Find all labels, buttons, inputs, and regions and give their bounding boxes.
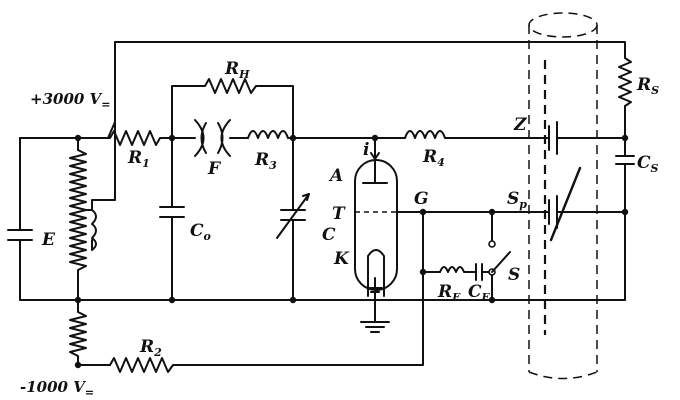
label-rs: RS	[636, 75, 659, 97]
top-wire	[114, 41, 626, 59]
capacitor-c0	[159, 206, 185, 218]
label-cs: CS	[637, 153, 659, 175]
resistor-rh	[204, 78, 294, 139]
resistor-divider	[69, 149, 87, 301]
ground-symbol	[360, 321, 390, 333]
label-r1: R1	[127, 148, 150, 170]
label-k: K	[333, 249, 350, 269]
resistor-r3	[247, 130, 376, 139]
resistor-rs	[618, 57, 632, 132]
label-a: A	[328, 166, 343, 186]
label-g: G	[414, 189, 429, 209]
label-r3: R3	[254, 150, 277, 172]
label-minus-voltage: -1000 V=	[20, 378, 94, 399]
switch-s[interactable]	[491, 251, 511, 273]
electrode-sp	[548, 195, 558, 229]
switch-contact	[488, 240, 496, 248]
label-cf: CF	[468, 282, 491, 304]
label-f: F	[207, 159, 222, 179]
junction-dots	[74, 134, 629, 369]
tube-cylinder	[528, 12, 598, 380]
resistor-r4	[404, 130, 550, 139]
capacitor-cf	[469, 263, 490, 281]
triode-tube	[354, 137, 398, 297]
label-c: C	[322, 225, 336, 245]
resistor-lower	[69, 299, 87, 366]
label-s: S	[508, 265, 520, 285]
label-sp: Sp	[507, 189, 527, 211]
resistor-r2	[109, 211, 424, 373]
label-r2: R2	[139, 337, 162, 359]
label-e: E	[41, 230, 56, 250]
label-z: Z	[513, 115, 527, 135]
label-c0: Co	[190, 221, 211, 243]
spark-gap-f	[194, 119, 207, 157]
label-r4: R4	[422, 147, 445, 169]
resistor-r1	[77, 130, 173, 146]
capacitor-e	[7, 229, 33, 241]
capacitor-cs	[615, 155, 635, 165]
label-rf: RF	[437, 282, 461, 304]
resistor-rf	[439, 266, 471, 273]
label-t: T	[332, 204, 346, 224]
label-plus-voltage: +3000 V=	[30, 90, 110, 111]
label-i: i	[363, 140, 369, 160]
label-rh: RH	[224, 59, 250, 81]
filament-battery	[367, 277, 383, 323]
